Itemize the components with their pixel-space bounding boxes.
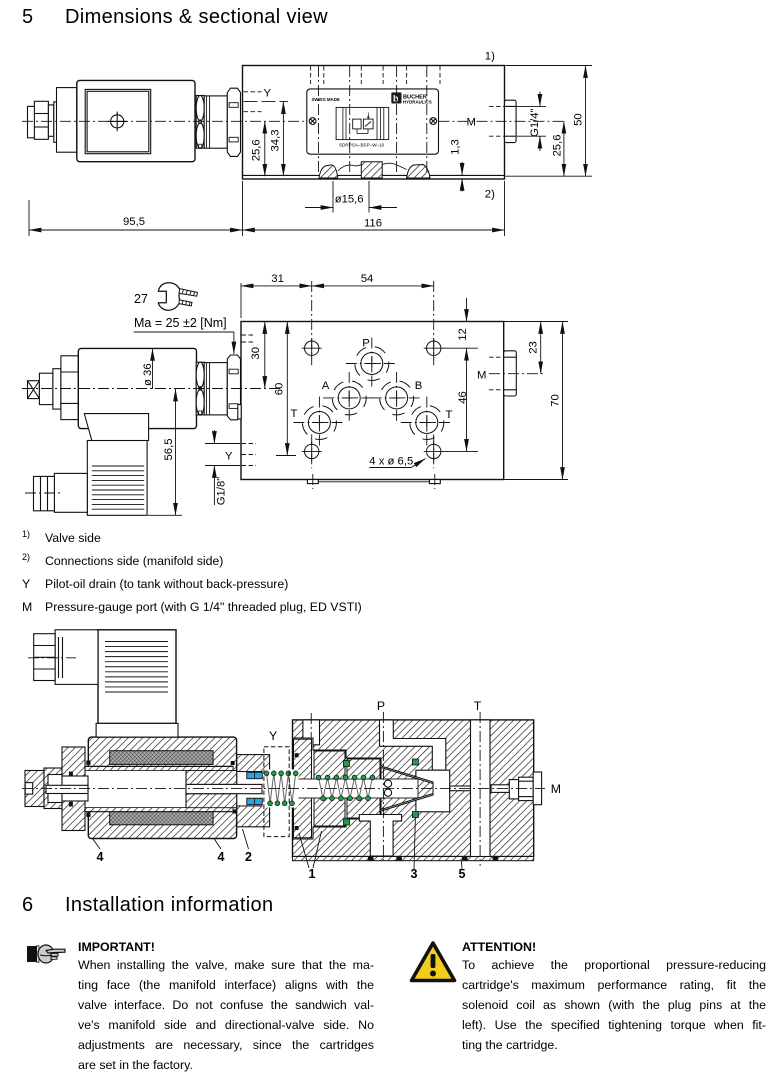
svg-text:P: P (377, 699, 385, 713)
svg-text:M: M (477, 370, 486, 382)
svg-text:27: 27 (134, 292, 148, 306)
svg-text:M: M (467, 117, 476, 129)
svg-text:T: T (474, 699, 482, 713)
svg-text:ø 36: ø 36 (142, 363, 154, 386)
svg-text:56,5: 56,5 (163, 439, 175, 461)
svg-text:30: 30 (250, 347, 262, 360)
svg-text:1): 1) (485, 51, 495, 63)
svg-text:HYDRAULICS: HYDRAULICS (403, 100, 432, 105)
svg-text:B: B (415, 380, 423, 392)
svg-text:116: 116 (364, 218, 382, 230)
svg-text:ø15,6: ø15,6 (335, 194, 364, 206)
svg-text:50: 50 (573, 113, 585, 126)
svg-text:P: P (362, 338, 370, 350)
svg-text:T: T (291, 408, 298, 420)
svg-text:25,6: 25,6 (552, 135, 564, 157)
svg-text:1: 1 (309, 867, 316, 881)
svg-text:b: b (393, 94, 399, 104)
svg-text:T: T (446, 409, 453, 421)
svg-text:25,6: 25,6 (251, 139, 263, 161)
svg-text:95,5: 95,5 (123, 216, 145, 228)
svg-text:31: 31 (271, 273, 284, 285)
svg-text:2: 2 (245, 850, 252, 864)
svg-text:G1/8": G1/8" (216, 477, 228, 506)
svg-text:5: 5 (459, 867, 466, 881)
svg-text:BUCHER: BUCHER (403, 94, 427, 100)
svg-text:60: 60 (273, 383, 285, 396)
svg-text:4: 4 (97, 850, 104, 864)
svg-text:Y: Y (225, 451, 233, 463)
svg-text:SDRPSA–BSP–W–10: SDRPSA–BSP–W–10 (339, 143, 385, 148)
svg-text:23: 23 (528, 341, 540, 354)
svg-text:Ma = 25 ±2 [Nm]: Ma = 25 ±2 [Nm] (134, 316, 227, 330)
svg-text:34,3: 34,3 (270, 130, 282, 152)
svg-text:12: 12 (457, 328, 469, 341)
svg-text:4: 4 (218, 850, 225, 864)
svg-text:Y: Y (264, 88, 272, 100)
svg-text:3: 3 (411, 867, 418, 881)
svg-text:Y: Y (269, 729, 277, 743)
svg-text:54: 54 (361, 273, 374, 285)
svg-text:A: A (322, 380, 330, 392)
svg-text:G1/4": G1/4" (529, 108, 541, 137)
svg-text:70: 70 (550, 394, 562, 407)
svg-text:M: M (551, 782, 561, 796)
svg-text:SWISS MADE: SWISS MADE (312, 97, 340, 102)
svg-text:1,3: 1,3 (450, 139, 462, 155)
svg-text:2): 2) (485, 189, 495, 201)
svg-text:4 x ø 6,5: 4 x ø 6,5 (369, 456, 413, 468)
svg-text:46: 46 (457, 391, 469, 404)
